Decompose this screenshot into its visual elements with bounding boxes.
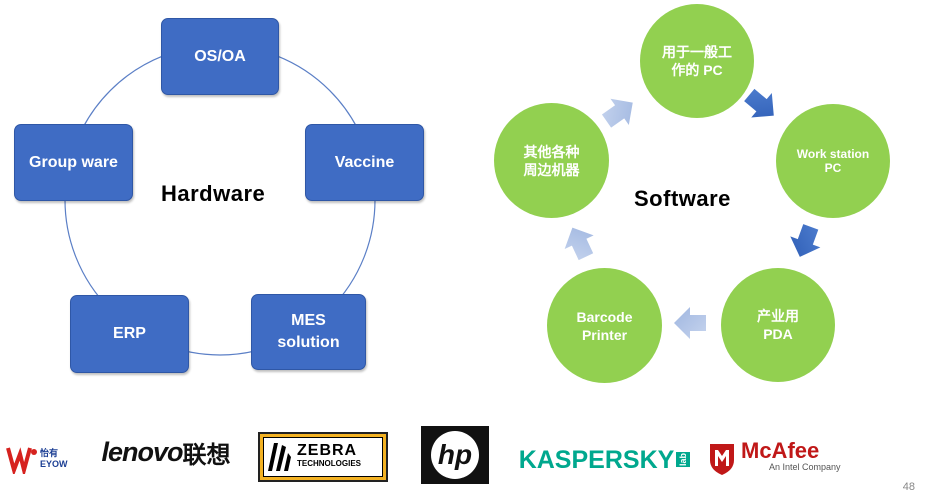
mcafee-shield-icon xyxy=(710,444,734,475)
software-node-barcode-printer: Barcode Printer xyxy=(547,268,662,383)
kaspersky-logo: KASPERSKY lab xyxy=(518,442,691,478)
zebra-wordmark: ZEBRA xyxy=(297,442,358,459)
eyow-logo: 怡有 EYOW xyxy=(6,440,74,478)
hardware-node-erp: ERP xyxy=(70,295,189,373)
cycle-arrow-1 xyxy=(744,88,774,118)
software-title: Software xyxy=(634,186,731,211)
hardware-node-vaccine: Vaccine xyxy=(305,124,424,201)
cycle-arrow-5 xyxy=(601,98,633,128)
cycle-arrow-3 xyxy=(674,307,706,339)
eyow-name: EYOW xyxy=(40,459,68,469)
software-node-general-pc: 用于一般工作的 PC xyxy=(640,4,754,118)
hp-circle: hp xyxy=(431,431,479,479)
cycle-arrow-2 xyxy=(790,224,821,257)
lenovo-wordmark: lenovo xyxy=(101,436,183,467)
lenovo-logo: lenovo 联想 xyxy=(96,432,236,472)
lenovo-chinese-wordmark: 联想 xyxy=(182,441,231,469)
hardware-title: Hardware xyxy=(161,181,266,206)
hp-wordmark: hp xyxy=(437,439,473,470)
software-node-workstation-pc: Work station PC xyxy=(776,104,890,218)
hardware-node-os-oa: OS/OA xyxy=(161,18,279,95)
hardware-node-group-ware: Group ware xyxy=(14,124,133,201)
kaspersky-wordmark: KASPERSKY xyxy=(518,445,675,474)
zebra-head-icon xyxy=(264,439,294,475)
zebra-subtitle: TECHNOLOGIES xyxy=(297,459,362,468)
software-node-industrial-pda: 产业用 PDA xyxy=(721,268,835,382)
hp-logo: hp xyxy=(421,426,489,484)
zebra-logo: ZEBRA TECHNOLOGIES xyxy=(258,432,388,482)
kaspersky-lab-badge: lab xyxy=(676,452,691,468)
software-node-peripherals: 其他各种周边机器 xyxy=(494,103,609,218)
cycle-arrow-4 xyxy=(564,227,594,261)
eyow-mark-icon xyxy=(6,447,37,474)
mcafee-subtitle: An Intel Company xyxy=(769,462,841,472)
hardware-node-mes-solution: MES solution xyxy=(251,294,366,370)
page-number: 48 xyxy=(902,481,915,493)
zebra-inner-panel: ZEBRA TECHNOLOGIES xyxy=(263,437,383,477)
mcafee-logo: McAfee An Intel Company xyxy=(707,436,852,482)
mcafee-wordmark: McAfee xyxy=(741,438,820,463)
eyow-chinese-name: 怡有 xyxy=(40,448,59,458)
